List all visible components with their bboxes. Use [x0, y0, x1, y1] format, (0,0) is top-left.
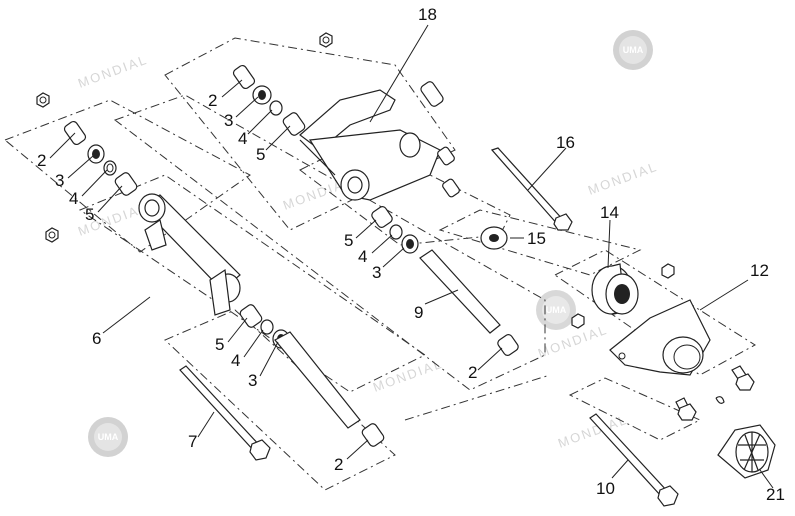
callout-5: 5: [85, 205, 94, 224]
callout-3: 3: [248, 371, 257, 390]
watermark-brand: MONDIAL: [586, 159, 660, 198]
callout-4: 4: [358, 247, 367, 266]
parts-layer: [36, 32, 776, 507]
callout-10: 10: [596, 479, 615, 498]
nut-part: [661, 263, 675, 279]
uma-logo-watermark: UMA: [536, 290, 576, 330]
callout-4: 4: [238, 129, 247, 148]
callout-16: 16: [556, 133, 575, 152]
svg-text:UMA: UMA: [98, 432, 119, 442]
svg-text:UMA: UMA: [623, 45, 644, 55]
callout-numbers: 2 3 4 5 2 3 4 5 6 5 4 3 7 2 18 5 4 3 9 2…: [37, 5, 785, 504]
uma-logo-watermark: UMA: [88, 417, 128, 457]
watermark-brand: MONDIAL: [371, 356, 445, 395]
uma-logo-watermark: UMA: [613, 30, 653, 70]
callout-6: 6: [92, 329, 101, 348]
callout-18: 18: [418, 5, 437, 24]
svg-text:UMA: UMA: [546, 305, 567, 315]
callout-3: 3: [372, 263, 381, 282]
nut-part: [571, 313, 585, 329]
callout-3: 3: [224, 111, 233, 130]
callout-5: 5: [215, 335, 224, 354]
callout-4: 4: [231, 351, 240, 370]
callout-7: 7: [188, 432, 197, 451]
cap-part: [717, 424, 776, 479]
watermark-brand: MONDIAL: [76, 52, 150, 91]
callout-9: 9: [414, 303, 423, 322]
callout-12: 12: [750, 261, 769, 280]
callout-5: 5: [344, 231, 353, 250]
callout-4: 4: [69, 189, 78, 208]
leader-lines: [49, 24, 774, 489]
nut-part: [45, 227, 59, 243]
callout-3: 3: [55, 171, 64, 190]
nut-part: [319, 32, 333, 48]
nut-part: [36, 92, 50, 108]
callout-15: 15: [527, 229, 546, 248]
callout-21: 21: [766, 485, 785, 504]
callout-5: 5: [256, 145, 265, 164]
callout-2: 2: [468, 363, 477, 382]
callout-2: 2: [334, 455, 343, 474]
callout-14: 14: [600, 203, 619, 222]
callout-2: 2: [208, 91, 217, 110]
callout-2: 2: [37, 151, 46, 170]
